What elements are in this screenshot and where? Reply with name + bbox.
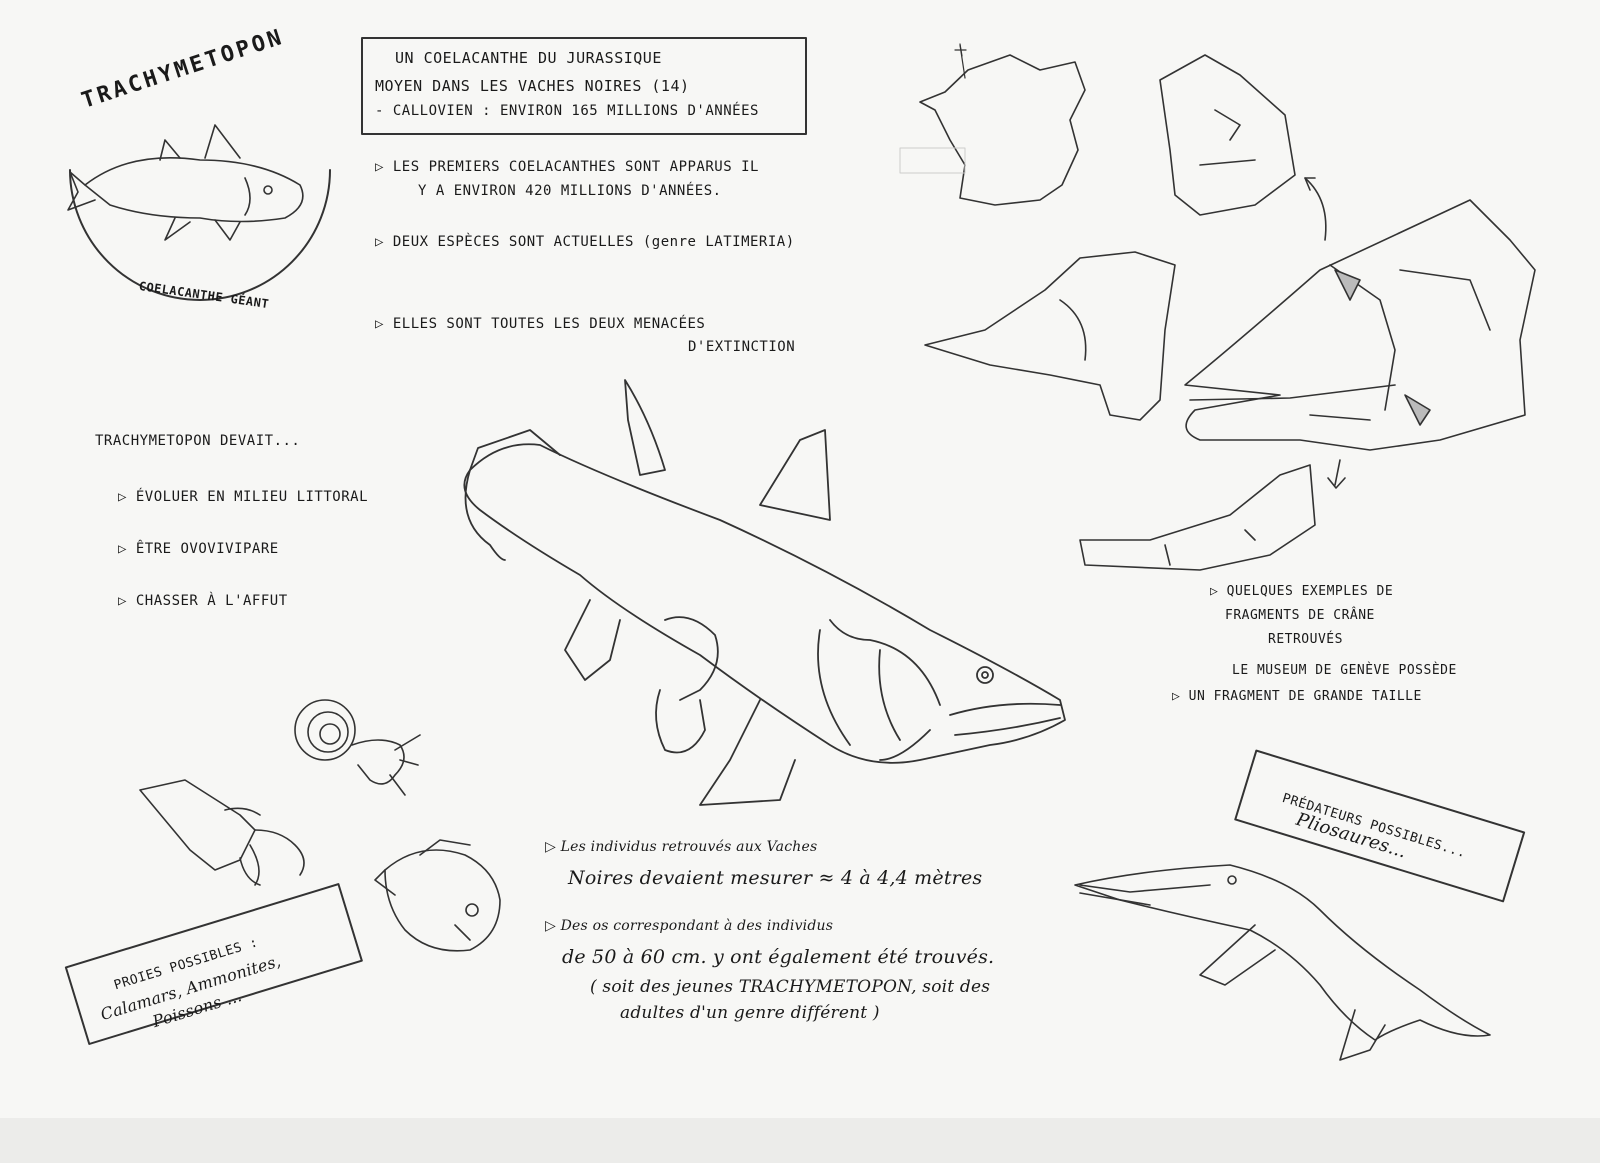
museum-line-2: UN FRAGMENT DE GRANDE TAILLE [1172, 688, 1422, 706]
fact-3-cont: D'EXTINCTION [688, 339, 796, 355]
logo-circle [69, 169, 331, 301]
faint-stamp [899, 147, 966, 174]
size-note-2: Des os correspondant à des individus [545, 917, 833, 936]
fragments-line-2: FRAGMENTS DE CRÂNE [1225, 608, 1375, 623]
size-note-1-cont: Noires devaient mesurer ≈ 4 à 4,4 mètres [568, 867, 983, 889]
scan-bottom-edge [0, 1118, 1600, 1163]
fact-2: DEUX ESPÈCES SONT ACTUELLES (genre LATIM… [375, 233, 795, 252]
logo-fish-icon [67, 124, 304, 241]
title-line-2: MOYEN DANS LES VACHES NOIRES (14) [375, 77, 690, 95]
squid-drawing [139, 779, 305, 886]
fragments-line-1: QUELQUES EXEMPLES DE [1210, 583, 1393, 601]
size-note-2-cont: de 50 à 60 cm. y ont également été trouv… [562, 946, 995, 968]
prey-box-frame [64, 883, 363, 1045]
prey-fish-drawing [374, 839, 501, 952]
france-map [919, 54, 1086, 206]
behaviour-item-2: ÊTRE OVOVIVIPARE [118, 540, 279, 559]
pliosaur-drawing [1074, 864, 1491, 1061]
title-line-1: UN COELACANTHE DU JURASSIQUE [395, 49, 662, 67]
behaviour-heading: TRACHYMETOPON DEVAIT... [95, 433, 301, 449]
skull-fragment-upper [1159, 54, 1296, 216]
behaviour-item-1: ÉVOLUER EN MILIEU LITTORAL [118, 488, 368, 507]
fragments-line-3: RETROUVÉS [1268, 632, 1343, 647]
skull-reconstruction [1184, 199, 1536, 451]
fact-1: LES PREMIERS COELACANTHES SONT APPARUS I… [375, 158, 759, 177]
predator-box-frame [1234, 749, 1526, 903]
title-box-frame [361, 37, 807, 135]
fact-1-cont: Y A ENVIRON 420 MILLIONS D'ANNÉES. [418, 183, 722, 199]
size-note-2-paren-cont: adultes d'un genre différent ) [620, 1003, 880, 1023]
museum-line-1: LE MUSEUM DE GENÈVE POSSÈDE [1232, 663, 1457, 678]
fact-3: ELLES SONT TOUTES LES DEUX MENACÉES [375, 315, 705, 334]
ammonite-drawing [294, 699, 421, 796]
size-note-2-paren: ( soit des jeunes TRACHYMETOPON, soit de… [590, 977, 991, 997]
main-coelacanth-drawing [463, 379, 1066, 806]
title-line-3: - CALLOVIEN : ENVIRON 165 MILLIONS D'ANN… [375, 103, 759, 119]
behaviour-item-3: CHASSER À L'AFFUT [118, 592, 288, 611]
jaw-fragment [1079, 464, 1316, 571]
size-note-1: Les individus retrouvés aux Vaches [545, 838, 818, 857]
skull-fragment-middle [924, 251, 1176, 421]
